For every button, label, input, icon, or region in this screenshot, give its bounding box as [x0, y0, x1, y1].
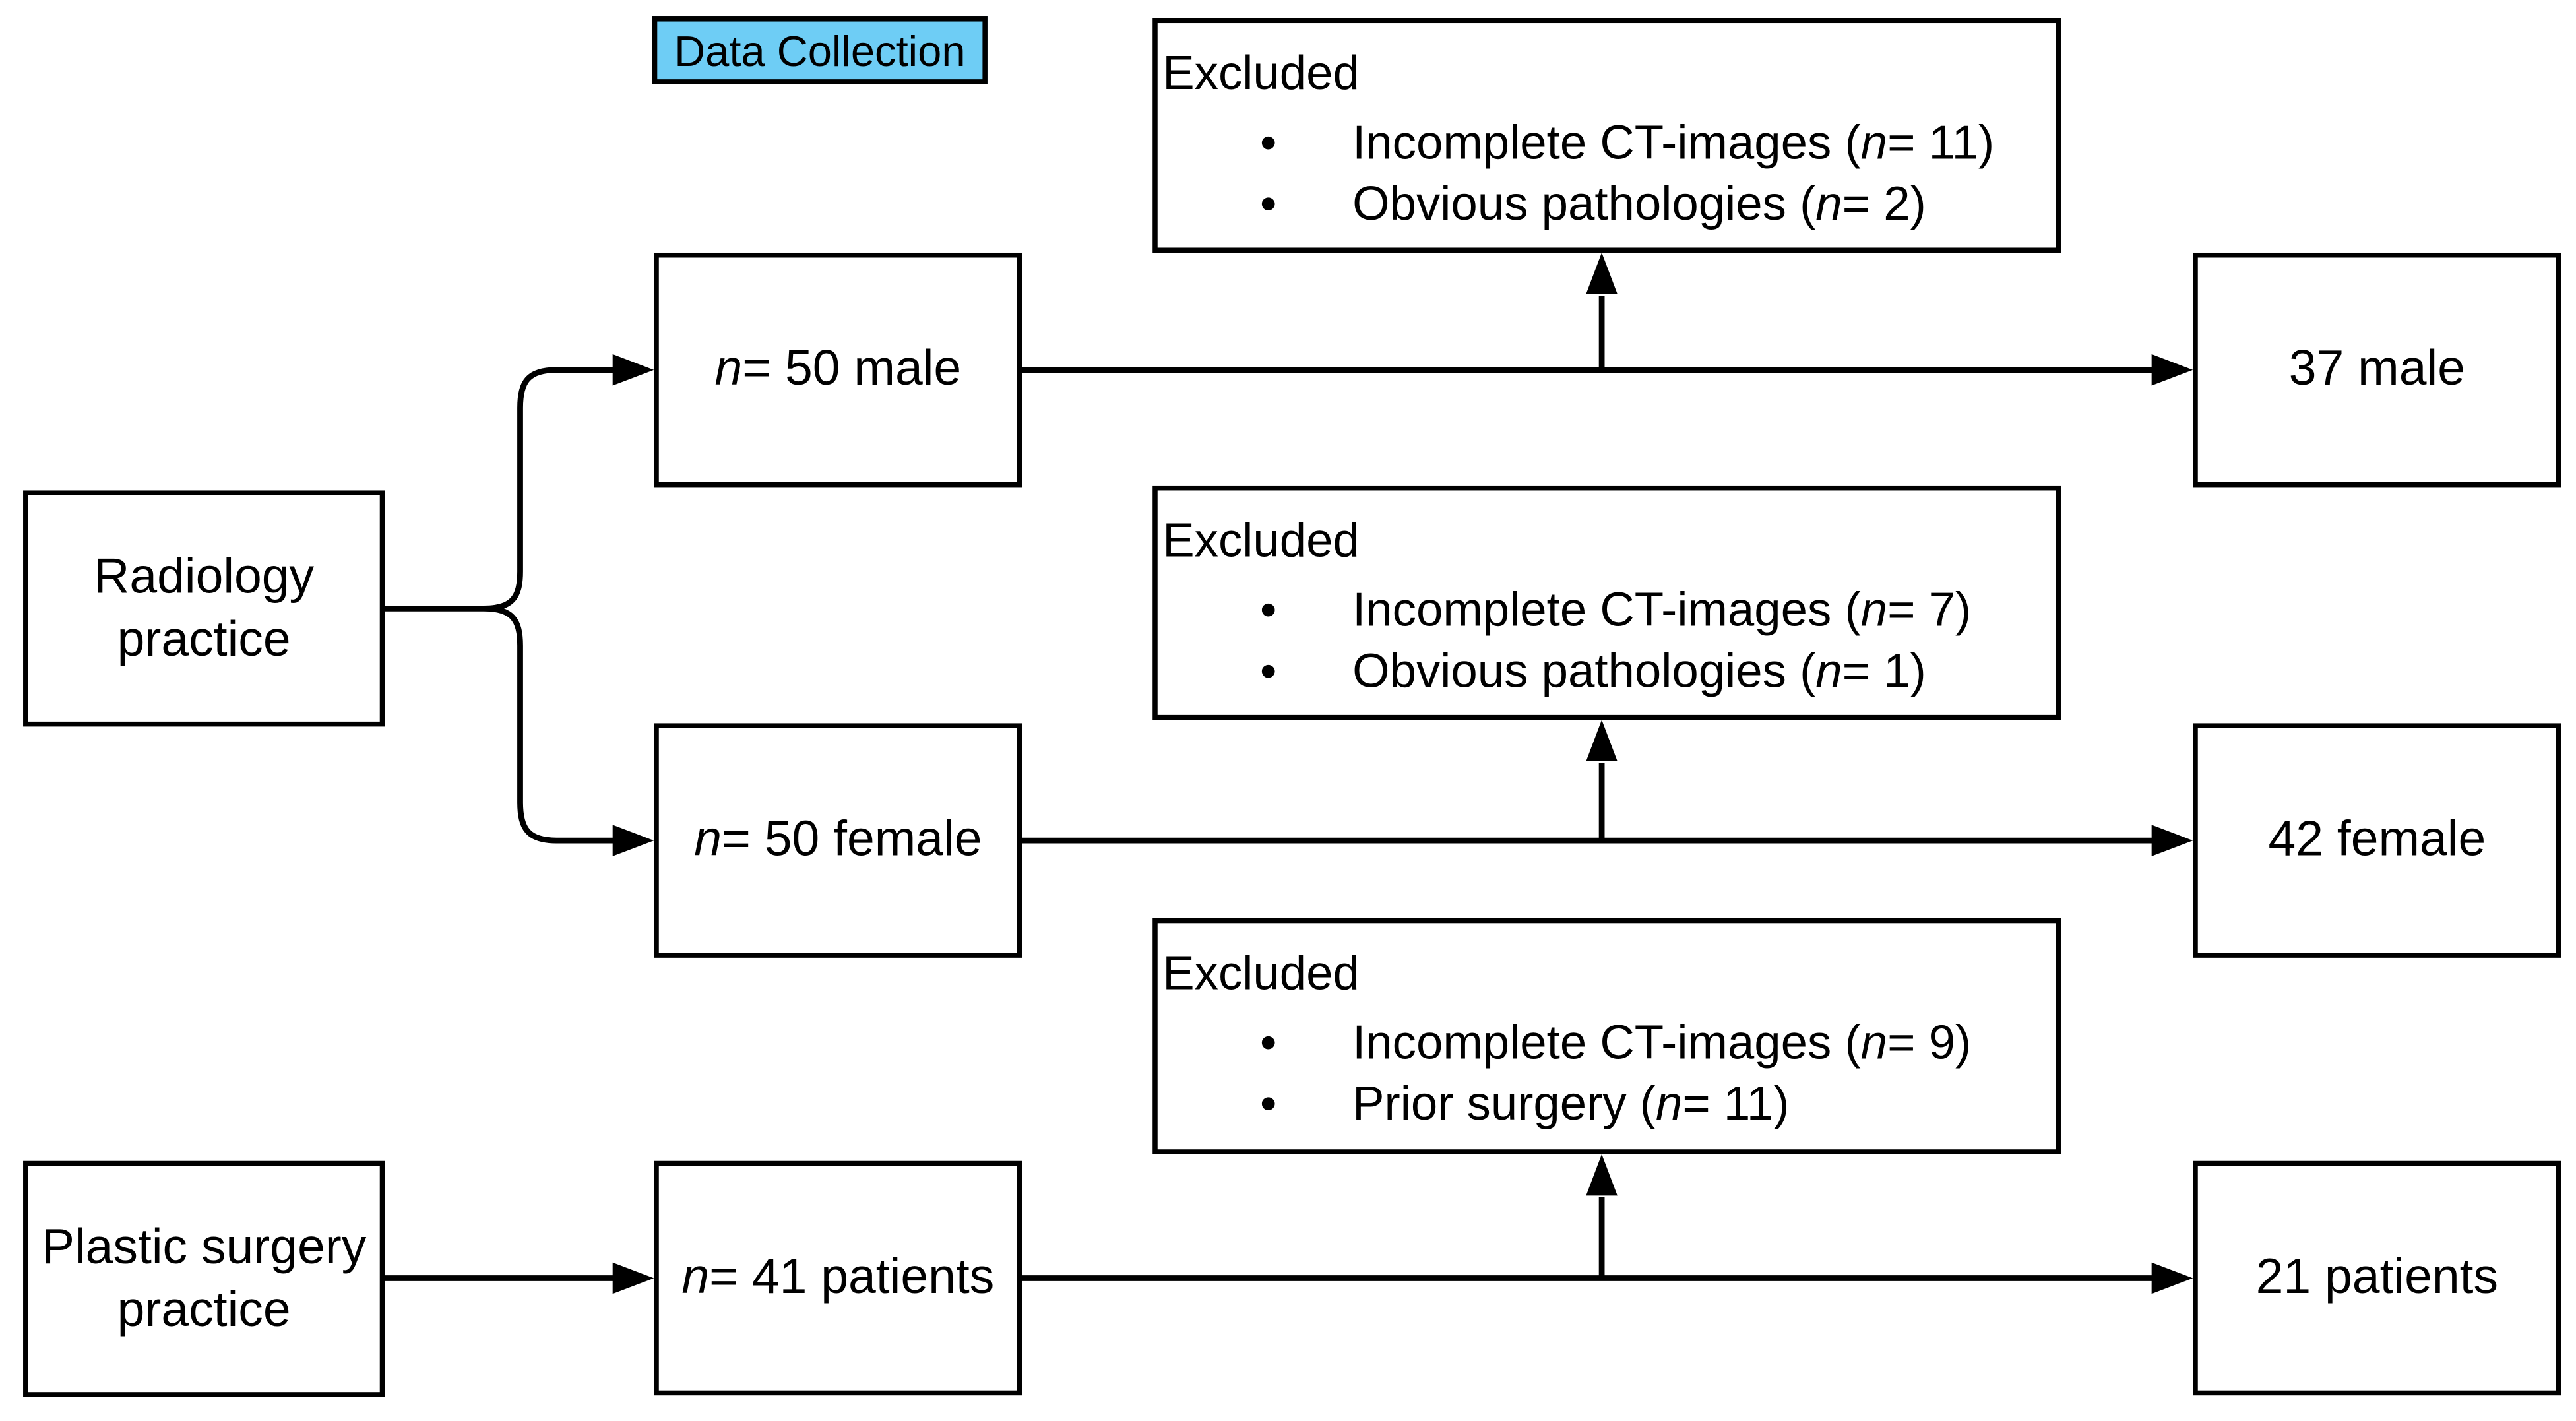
radiology-brace-connector: [385, 367, 616, 844]
plastic-surgery-practice-label: Plastic surgery practice: [41, 1219, 367, 1337]
female-result-label: 42 female: [2268, 812, 2486, 868]
radiology-practice-label: Radiology practice: [94, 549, 315, 667]
bullet-icon: •: [1259, 645, 1277, 699]
excluded-item: • Obvious pathologies (n= 1): [1162, 646, 2056, 701]
male-result-box: 37 male: [2193, 252, 2561, 488]
male-cohort-label: n= 50 male: [714, 342, 962, 396]
excluded-female-box: Excluded • Incomplete CT-images (n= 7) •…: [1152, 485, 2061, 720]
arrowhead-to-male-result: [2151, 354, 2193, 386]
patients-cohort-label: n= 41 patients: [681, 1249, 995, 1305]
bullet-icon: •: [1259, 117, 1277, 170]
excluded-item-text: Incomplete CT-images (n= 7): [1352, 584, 1972, 638]
excluded-item-text: Obvious pathologies (n= 1): [1352, 645, 1926, 699]
data-collection-box: Data Collection: [652, 16, 988, 84]
male-result-label: 37 male: [2288, 342, 2465, 396]
excluded-item: • Prior surgery (n= 11): [1162, 1079, 2056, 1133]
excluded-title: Excluded: [1162, 947, 1360, 1001]
arrowhead-to-excluded-female: [1586, 720, 1618, 761]
excluded-item-text: Prior surgery (n= 11): [1352, 1078, 1790, 1131]
excluded-item: • Incomplete CT-images (n= 9): [1162, 1017, 2056, 1072]
excluded-item-text: Incomplete CT-images (n= 11): [1352, 117, 1995, 170]
excluded-item-text: Obvious pathologies (n= 2): [1352, 178, 1926, 232]
male-cohort-box: n= 50 male: [654, 252, 1022, 488]
arrowhead-to-patients-cohort: [612, 1262, 654, 1294]
excluded-title: Excluded: [1162, 515, 1360, 569]
bullet-icon: •: [1259, 584, 1277, 638]
arrowhead-to-excluded-male: [1586, 252, 1618, 294]
female-cohort-box: n= 50 female: [654, 723, 1022, 958]
excluded-item-text: Incomplete CT-images (n= 9): [1352, 1017, 1972, 1071]
excluded-item: • Incomplete CT-images (n= 7): [1162, 584, 2056, 639]
bullet-icon: •: [1259, 1017, 1277, 1071]
excluded-title: Excluded: [1162, 47, 1360, 101]
excluded-patients-box: Excluded • Incomplete CT-images (n= 9) •…: [1152, 918, 2061, 1154]
excluded-male-box: Excluded • Incomplete CT-images (n= 11) …: [1152, 18, 2061, 253]
arrowhead-to-male-cohort: [612, 354, 654, 386]
plastic-surgery-practice-box: Plastic surgery practice: [23, 1160, 385, 1397]
arrowhead-to-female-result: [2151, 825, 2193, 856]
patients-result-box: 21 patients: [2193, 1160, 2561, 1396]
excluded-item: • Obvious pathologies (n= 2): [1162, 178, 2056, 233]
arrowhead-to-excluded-patients: [1586, 1154, 1618, 1196]
data-collection-label: Data Collection: [674, 25, 966, 75]
arrowhead-to-female-cohort: [612, 825, 654, 856]
radiology-practice-box: Radiology practice: [23, 490, 385, 727]
patients-cohort-box: n= 41 patients: [654, 1160, 1022, 1396]
arrowhead-to-patients-result: [2151, 1262, 2193, 1294]
bullet-icon: •: [1259, 1078, 1277, 1131]
patients-result-label: 21 patients: [2255, 1249, 2499, 1305]
excluded-item: • Incomplete CT-images (n= 11): [1162, 117, 2056, 172]
female-result-box: 42 female: [2193, 723, 2561, 958]
bullet-icon: •: [1259, 178, 1277, 232]
female-cohort-label: n= 50 female: [694, 812, 982, 868]
